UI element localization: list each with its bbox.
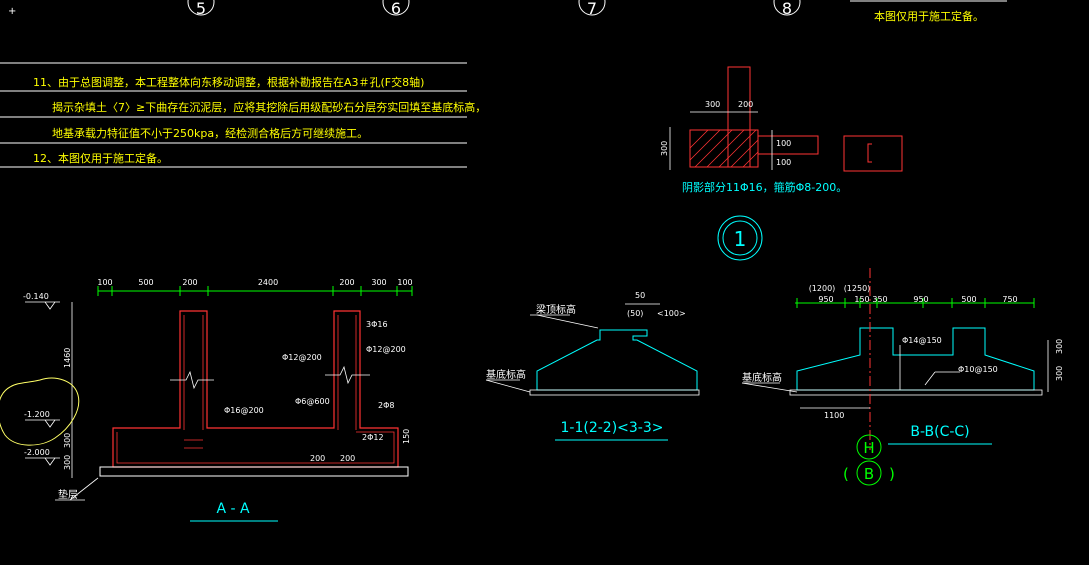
detail1-dim-100a: 100 xyxy=(776,139,791,148)
beam-stub xyxy=(757,135,819,155)
bb-dim-750: 750 xyxy=(1002,295,1017,304)
bb-dim-350: 350 xyxy=(872,295,887,304)
aa-revision-cloud xyxy=(0,377,80,446)
bb-dim-500: 500 xyxy=(961,295,976,304)
s11-beam-top-label: 梁顶标高 xyxy=(536,303,576,316)
axis-6-bubble xyxy=(382,0,410,16)
aa-break-mark-left xyxy=(170,370,214,390)
aa-dim-300-base: 300 xyxy=(63,455,72,470)
note-line-2: 揭示杂填土〈7〉≥下曲存在沉泥层，应将其挖除后用级配砂石分层夯实回填至基底标高， xyxy=(52,100,486,114)
bb-base-label: 基底标高 xyxy=(742,371,782,384)
bb-base xyxy=(789,389,1043,396)
bb-axis-b: B xyxy=(864,465,874,483)
axis-label-6: 6 xyxy=(391,0,401,18)
detail1-note: 阴影部分11Φ16，箍筋Φ8-200。 xyxy=(682,180,847,194)
aa-level-1200: -1.200 xyxy=(24,410,50,419)
aa-rebar-d12-200b: Φ12@200 xyxy=(366,345,406,354)
bb-footing-outline xyxy=(796,327,1035,391)
bb-axis-h-bubble xyxy=(856,434,882,460)
axis-8-bubble xyxy=(773,0,801,16)
bb-dim-950b: 950 xyxy=(913,295,928,304)
aa-dim-200a: 200 xyxy=(182,278,197,287)
legend-bracket-icon xyxy=(867,143,872,163)
s11-title: 1-1(2-2)<3-3> xyxy=(561,420,664,436)
bb-dim-300b: 300 xyxy=(1055,366,1064,381)
aa-rebar-d6-600: Φ6@600 xyxy=(295,397,330,406)
aa-dim-1460: 1460 xyxy=(63,348,72,368)
cursor-plus-icon: + xyxy=(8,6,16,17)
note-line-1: 11、由于总图调整，本工程整体向东移动调整，根据补勘报告在A3＃孔(F交8轴) xyxy=(33,75,424,89)
bb-dim-1200: (1200) xyxy=(809,284,836,293)
axis-bubbles xyxy=(187,0,801,16)
aa-rebar-2d12: 2Φ12 xyxy=(362,433,384,442)
aa-cushion-label: 垫层 xyxy=(58,488,78,501)
aa-dim-300: 300 xyxy=(371,278,386,287)
section-11: 梁顶标高 基底标高 50 (50) <100> 1-1(2-2)<3-3> xyxy=(485,291,700,441)
s11-base-label: 基底标高 xyxy=(486,368,526,381)
aa-dim-300-left: 300 xyxy=(63,433,72,448)
bb-dim-1250: (1250) xyxy=(844,284,871,293)
notes-lines xyxy=(0,62,467,168)
aa-rebar-d12-200a: Φ12@200 xyxy=(282,353,322,362)
detail-1: 300 200 300 100 100 阴影部分11Φ16，箍筋Φ8-200。 … xyxy=(660,66,903,261)
aa-dim-150: 150 xyxy=(402,429,411,444)
bb-rebar-d14: Φ14@150 xyxy=(902,336,942,345)
note-line-3: 地基承载力特征值不小于250kpa，经检测合格后方可继续施工。 xyxy=(52,126,368,140)
axis-label-7: 7 xyxy=(587,0,597,18)
aa-level-0140: -0.140 xyxy=(23,292,49,301)
aa-rebar-2d8: 2Φ8 xyxy=(378,401,394,410)
aa-level-2000: -2.000 xyxy=(24,448,50,457)
axis-5-bubble xyxy=(187,0,215,16)
bb-rebar-d10: Φ10@150 xyxy=(958,365,998,374)
detail1-dim-300-left: 300 xyxy=(660,141,669,156)
aa-dim-2400: 2400 xyxy=(258,278,278,287)
aa-cushion-leader xyxy=(69,477,99,501)
bb-dim-150: 150 xyxy=(854,295,869,304)
detail1-number: 1 xyxy=(734,227,747,251)
bb-axis-paren-left: ( xyxy=(843,465,849,483)
detail1-dim-300: 300 xyxy=(705,100,720,109)
s11-dim-50-paren: (50) xyxy=(627,309,643,318)
detail1-inner-circle xyxy=(722,220,758,256)
bb-dim-950a: 950 xyxy=(818,295,833,304)
bb-axis-h: H xyxy=(863,439,874,457)
bb-axis-b-bubble xyxy=(856,460,882,486)
detail1-dim-200: 200 xyxy=(738,100,753,109)
aa-dim-200c: 200 xyxy=(310,454,325,463)
s11-footing-outline xyxy=(536,329,698,391)
aa-dim-200b: 200 xyxy=(339,278,354,287)
aa-rebar-d16-200: Φ16@200 xyxy=(224,406,264,415)
axis-label-8: 8 xyxy=(782,0,792,18)
column-outline xyxy=(727,66,751,168)
aa-dim-100b: 100 xyxy=(397,278,412,287)
aa-dim-500: 500 xyxy=(138,278,153,287)
detail1-outer-circle xyxy=(717,215,763,261)
bb-dim-1100: 1100 xyxy=(824,411,844,420)
bb-title: B-B(C-C) xyxy=(910,424,969,440)
note-line-4: 12、本图仅用于施工定备。 xyxy=(33,151,168,165)
aa-cushion-layer xyxy=(99,466,409,477)
bb-axis-paren-right: ) xyxy=(889,465,895,483)
aa-dim-100a: 100 xyxy=(97,278,112,287)
top-note: 本图仅用于施工定备。 xyxy=(874,9,984,23)
section-bb: (1200) (1250) 950 150 350 950 500 750 Φ1… xyxy=(741,268,1064,486)
s11-dim-50: 50 xyxy=(635,291,645,300)
aa-dim-200d: 200 xyxy=(340,454,355,463)
axis-label-5: 5 xyxy=(196,0,206,18)
s11-base xyxy=(529,389,700,396)
s11-dim-100: <100> xyxy=(657,309,686,318)
detail1-dim-100b: 100 xyxy=(776,158,791,167)
aa-title: A - A xyxy=(216,501,250,517)
legend-box xyxy=(843,135,903,172)
axis-7-bubble xyxy=(578,0,606,16)
aa-rebar-3d16: 3Φ16 xyxy=(366,320,388,329)
aa-wall-outline xyxy=(112,310,399,468)
bb-dim-300a: 300 xyxy=(1055,339,1064,354)
aa-break-mark-right xyxy=(325,365,370,385)
section-aa: 100 500 200 2400 200 300 100 xyxy=(0,278,413,522)
